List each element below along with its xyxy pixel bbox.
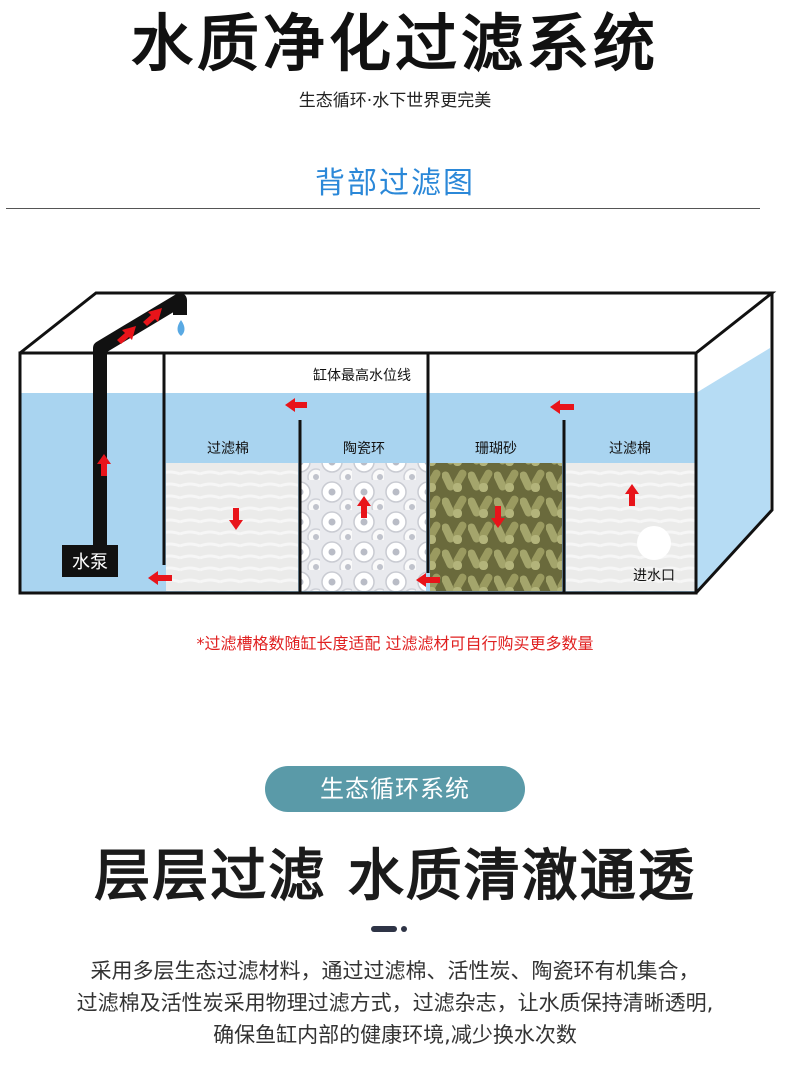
coral-sand-media (430, 463, 562, 591)
filter-cotton-1-media (166, 463, 298, 591)
arrow-left-icon (550, 400, 574, 414)
chamber-label-ceramic-ring: 陶瓷环 (343, 441, 385, 457)
chamber-label-filter-cotton-1: 过滤棉 (207, 440, 249, 457)
chamber-label-coral-sand: 珊瑚砂 (475, 441, 517, 457)
inlet-label: 进水口 (633, 568, 675, 584)
page-title: 水质净化过滤系统 (130, 7, 659, 80)
arrow-left-icon (285, 398, 307, 412)
decor-dot (401, 926, 407, 932)
side-water-fill (696, 348, 770, 593)
filter-cotton-2-media (566, 463, 696, 591)
section-divider (6, 208, 760, 209)
arrow-up-icon (97, 454, 111, 476)
arrow-up-icon (625, 484, 639, 506)
ceramic-ring-media (301, 463, 426, 591)
description-line-2: 过滤棉及活性炭采用物理过滤方式，过滤杂志，让水质保持清晰透明, (76, 991, 714, 1015)
arrow-up-icon (357, 496, 371, 518)
filter-note: *过滤槽格数随缸长度适配 过滤滤材可自行购买更多数量 (196, 634, 594, 653)
water-line-label: 缸体最高水位线 (313, 367, 411, 384)
eco-cycle-badge: 生态循环系统 (265, 766, 525, 812)
arrow-left-icon (416, 573, 440, 587)
back-filter-diagram: 水泵 缸体最高水位线 过滤棉 陶瓷环 珊瑚砂 过滤棉 进水口 (18, 291, 777, 595)
water-drop-icon (177, 320, 185, 336)
decor-dash (371, 926, 397, 932)
pump-pipe (93, 293, 187, 552)
section-title: 背部过滤图 (315, 166, 475, 201)
arrow-diagonal-icon (117, 326, 136, 344)
chamber-label-filter-cotton-2: 过滤棉 (609, 440, 651, 457)
arrow-left-icon (148, 571, 172, 585)
inlet-hole (637, 526, 671, 560)
description-line-3: 确保鱼缸内部的健康环境,减少换水次数 (213, 1023, 577, 1047)
pump-label: 水泵 (72, 552, 108, 573)
description-line-1: 采用多层生态过滤材料，通过过滤棉、活性炭、陶瓷环有机集合， (90, 959, 700, 983)
pump-box (62, 545, 118, 577)
page-subtitle: 生态循环·水下世界更完美 (298, 91, 492, 111)
arrow-down-icon (491, 506, 505, 528)
headline: 层层过滤 水质清澈通透 (94, 844, 696, 909)
flow-arrows (97, 308, 639, 587)
arrow-diagonal-icon (143, 308, 162, 326)
arrow-down-icon (229, 508, 243, 530)
